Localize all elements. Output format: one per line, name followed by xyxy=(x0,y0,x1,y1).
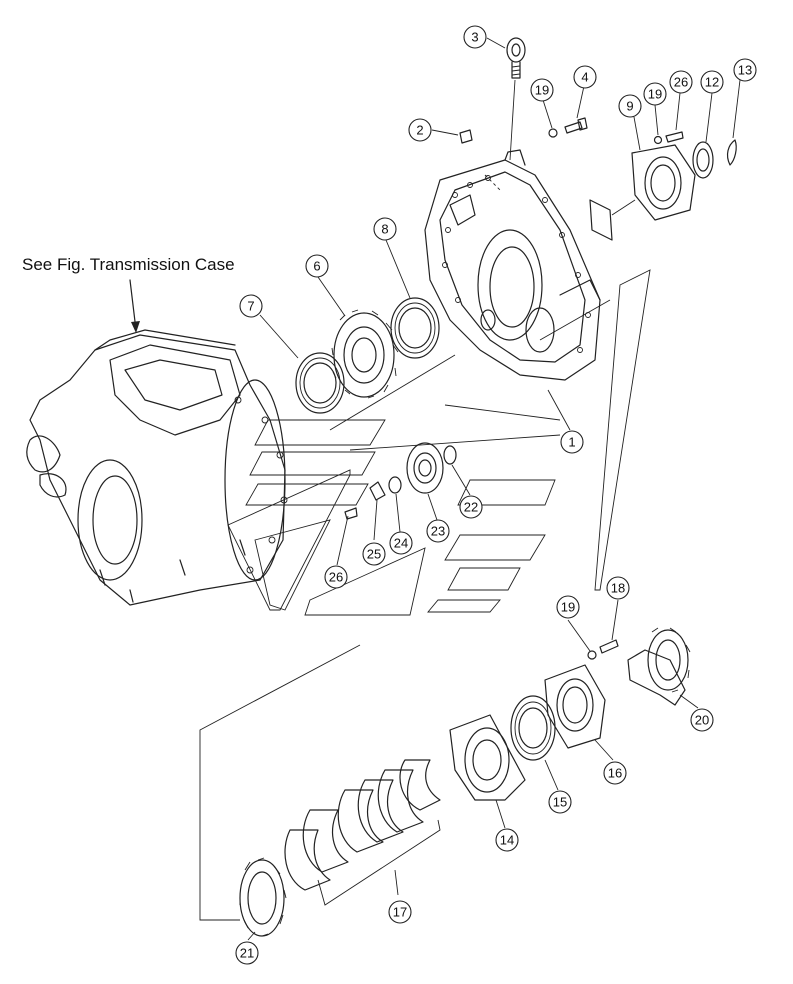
plug xyxy=(459,129,473,144)
clutch-disc-pack xyxy=(284,759,441,906)
svg-text:25: 25 xyxy=(367,547,381,562)
callout-20: 20 xyxy=(690,708,714,732)
svg-text:19: 19 xyxy=(648,87,662,102)
callout-17: 17 xyxy=(388,900,412,924)
svg-text:26: 26 xyxy=(674,75,688,90)
svg-text:12: 12 xyxy=(705,75,719,90)
callout-13: 13 xyxy=(733,58,757,82)
svg-text:4: 4 xyxy=(581,70,588,85)
svg-text:21: 21 xyxy=(240,946,254,961)
callout-25: 25 xyxy=(362,542,386,566)
svg-text:26: 26 xyxy=(329,570,343,585)
callout-1: 1 xyxy=(560,430,584,454)
callout-7: 7 xyxy=(239,294,263,318)
callout-19-lower: 19 xyxy=(556,595,580,619)
svg-text:13: 13 xyxy=(738,63,752,78)
callout-9: 9 xyxy=(618,94,642,118)
transmission-case-reference-note: See Fig. Transmission Case xyxy=(22,255,235,274)
svg-text:17: 17 xyxy=(393,905,407,920)
callout-4: 4 xyxy=(573,65,597,89)
svg-text:23: 23 xyxy=(431,524,445,539)
svg-text:24: 24 xyxy=(394,536,408,551)
svg-text:19: 19 xyxy=(561,600,575,615)
svg-text:3: 3 xyxy=(471,30,478,45)
callout-2: 2 xyxy=(408,118,432,142)
svg-text:22: 22 xyxy=(464,500,478,515)
bolt-and-washer-upper xyxy=(548,117,588,138)
transmission-case xyxy=(26,329,288,606)
callout-22: 22 xyxy=(459,495,483,519)
callout-12: 12 xyxy=(700,70,724,94)
svg-text:2: 2 xyxy=(416,123,423,138)
svg-text:6: 6 xyxy=(313,259,320,274)
svg-text:19: 19 xyxy=(535,83,549,98)
callout-19-cover: 19 xyxy=(643,82,667,106)
bolt-18-washer-19 xyxy=(587,639,619,660)
callout-24: 24 xyxy=(389,531,413,555)
shaft-gear-20 xyxy=(627,627,691,706)
callout-16: 16 xyxy=(603,761,627,785)
callout-26-lower: 26 xyxy=(324,565,348,589)
svg-text:8: 8 xyxy=(381,222,388,237)
svg-text:16: 16 xyxy=(608,766,622,781)
svg-text:18: 18 xyxy=(611,581,625,596)
callout-26-upper: 26 xyxy=(669,70,693,94)
callout-15: 15 xyxy=(548,790,572,814)
piston-14 xyxy=(449,714,526,801)
callout-18: 18 xyxy=(606,576,630,600)
drive-gear xyxy=(331,309,399,399)
callout-3: 3 xyxy=(463,25,487,49)
callout-19-upper: 19 xyxy=(530,78,554,102)
svg-text:20: 20 xyxy=(695,713,709,728)
alignment-lines xyxy=(199,269,651,921)
callout-14: 14 xyxy=(495,828,519,852)
svg-text:9: 9 xyxy=(626,99,633,114)
cover-16 xyxy=(544,664,606,749)
svg-text:14: 14 xyxy=(500,833,514,848)
bearing-left xyxy=(295,352,345,414)
bearing-15 xyxy=(510,695,556,761)
svg-text:1: 1 xyxy=(568,435,575,450)
bearing-right xyxy=(390,297,440,359)
reference-arrow xyxy=(129,279,140,333)
callout-21: 21 xyxy=(235,941,259,965)
callout-6: 6 xyxy=(305,254,329,278)
bearing-cover-assembly xyxy=(589,131,737,241)
callout-8: 8 xyxy=(373,217,397,241)
case-plate-outlines xyxy=(227,419,556,616)
svg-text:7: 7 xyxy=(247,299,254,314)
svg-text:15: 15 xyxy=(553,795,567,810)
clutch-gear-21 xyxy=(239,857,287,937)
small-parts-cluster xyxy=(344,442,457,520)
leader-lines xyxy=(247,37,741,941)
transfer-housing xyxy=(424,149,611,381)
callout-23: 23 xyxy=(426,519,450,543)
eye-bolt xyxy=(506,37,526,161)
